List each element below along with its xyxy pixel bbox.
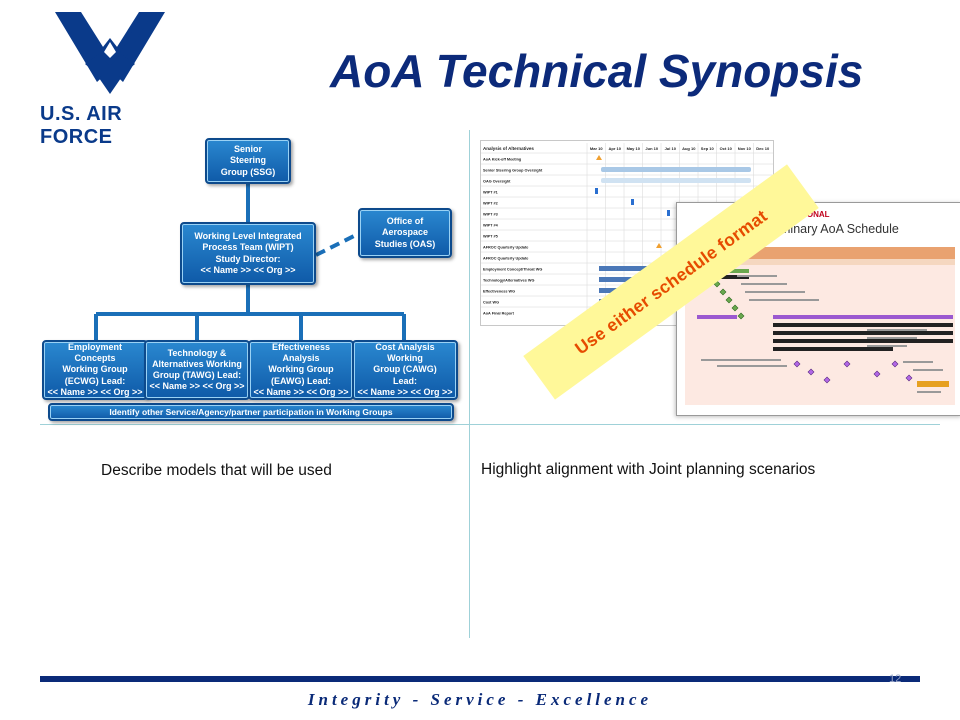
gantt-row-label: AFROC Quarterly Update	[483, 257, 528, 261]
partner-bar-label: Identify other Service/Agency/partner pa…	[109, 406, 393, 417]
ecwg-label: Employment Concepts Working Group (ECWG)…	[47, 341, 143, 397]
air-force-wings-icon	[55, 12, 165, 94]
footer-motto: Integrity - Service - Excellence	[307, 690, 653, 709]
gantt-row-label: AoA Final Report	[483, 312, 515, 316]
gantt-row-label: Employment Concept/Threat WG	[483, 268, 542, 272]
models-caption: Describe models that will be used	[101, 462, 332, 479]
wipt-box: Working Level Integrated Process Team (W…	[180, 222, 316, 285]
vertical-divider	[469, 130, 470, 638]
gantt-row-label: WIPT #5	[483, 235, 498, 239]
gantt-row-label: OAG Oversight	[483, 180, 511, 184]
ssg-label: Senior Steering Group (SSG)	[220, 144, 276, 177]
gantt-month-label: Apr 10	[609, 146, 622, 151]
ssg-box: Senior Steering Group (SSG)	[205, 138, 291, 184]
gantt-month-label: Sep 10	[701, 146, 715, 151]
footer-bar	[40, 676, 920, 682]
gantt-row-label: Senior Steering Group Oversight	[483, 169, 543, 173]
page-number: 12	[889, 673, 902, 685]
gantt-row-label: WIPT #2	[483, 202, 498, 206]
gantt-month-label: Mar 10	[590, 146, 603, 151]
tawg-box: Technology & Alternatives Working Group …	[144, 340, 250, 400]
air-force-wordmark: U.S. AIR FORCE	[40, 103, 123, 148]
gantt-month-label: Dec 10	[756, 146, 770, 151]
gantt-header: Analysis of Alternatives	[483, 146, 534, 151]
gantt-row-label: Technology/Alternatives WG	[483, 279, 534, 283]
gantt-row-label: Cost WG	[483, 301, 499, 305]
wipt-marker	[595, 188, 598, 194]
cawg-label: Cost Analysis Working Group (CAWG) Lead:…	[357, 341, 453, 397]
cawg-box: Cost Analysis Working Group (CAWG) Lead:…	[352, 340, 458, 400]
wipt-label: Working Level Integrated Process Team (W…	[194, 231, 302, 275]
gantt-month-label: Nov 10	[738, 146, 752, 151]
gantt-row-label: WIPT #4	[483, 224, 499, 228]
gantt-row-label: AFROC Quarterly Update	[483, 246, 528, 250]
gantt-month-label: Jul 10	[665, 146, 677, 151]
eawg-label: Effectiveness Analysis Working Group (EA…	[253, 341, 349, 397]
eawg-box: Effectiveness Analysis Working Group (EA…	[248, 340, 354, 400]
gantt-row-label: WIPT #3	[483, 213, 498, 217]
wipt-marker	[667, 210, 670, 216]
gantt-month-label: Oct 10	[720, 146, 733, 151]
gantt-month-label: Aug 10	[682, 146, 696, 151]
gantt-row-label: Effectiveness WG	[483, 290, 515, 294]
gantt-row-label: AoA Kick-off Meeting	[483, 158, 522, 162]
gantt-month-label: May 10	[627, 146, 641, 151]
partner-bar: Identify other Service/Agency/partner pa…	[48, 403, 454, 421]
horizontal-divider	[40, 424, 940, 425]
wipt-marker	[631, 199, 634, 205]
oas-label: Office of Aerospace Studies (OAS)	[374, 216, 436, 249]
tawg-label: Technology & Alternatives Working Group …	[149, 347, 245, 392]
oag-bar	[601, 178, 751, 183]
milestone-triangle	[656, 243, 662, 248]
page-title: AoA Technical Synopsis	[330, 45, 864, 97]
gantt-month-label: Jun 10	[645, 146, 658, 151]
alignment-caption: Highlight alignment with Joint planning …	[481, 461, 816, 478]
milestone-triangle	[596, 155, 602, 160]
gantt-row-label: WIPT #1	[483, 191, 498, 195]
ssg-bar	[601, 167, 751, 172]
oas-box: Office of Aerospace Studies (OAS)	[358, 208, 452, 258]
ecwg-box: Employment Concepts Working Group (ECWG)…	[42, 340, 148, 400]
